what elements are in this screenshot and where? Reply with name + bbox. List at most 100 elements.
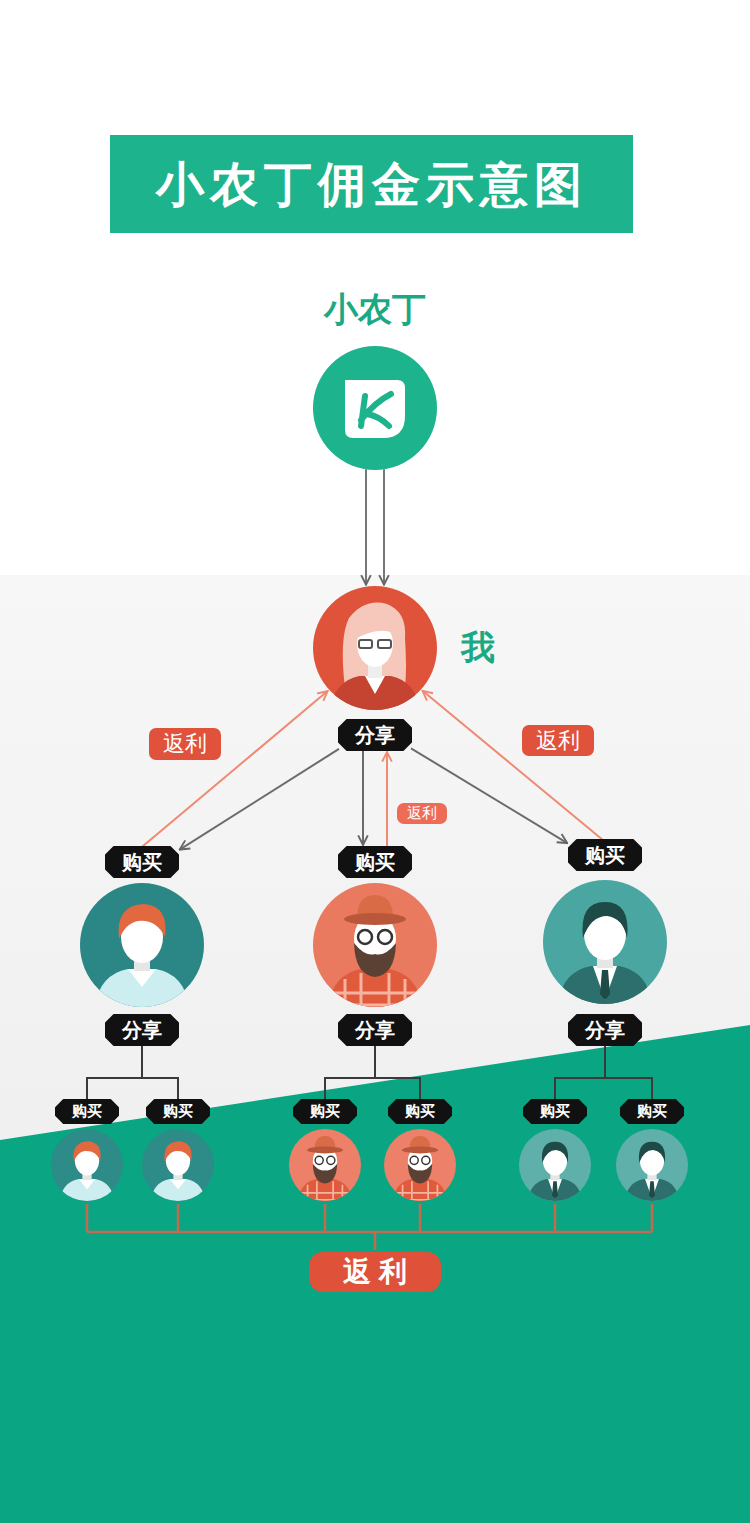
green-band	[0, 1025, 750, 1523]
tag-outline	[106, 847, 178, 877]
connector	[142, 691, 328, 847]
tag-outline	[524, 1100, 586, 1123]
connector	[555, 1045, 605, 1100]
connector-line	[555, 1045, 605, 1100]
node-shape	[569, 840, 641, 870]
tag-text: 分享	[339, 1015, 411, 1045]
share-tag: 分享	[339, 1015, 411, 1045]
rebate-bracket	[87, 1204, 652, 1250]
connector	[605, 1045, 652, 1100]
connector	[423, 691, 603, 840]
connector-line	[142, 691, 328, 847]
node-shape	[621, 1100, 683, 1123]
grandchild-people	[51, 1129, 688, 1206]
connector-line	[142, 1045, 178, 1100]
tag-text: 购买	[106, 847, 178, 877]
connector-line	[365, 469, 367, 584]
node-shape	[309, 1252, 441, 1292]
share-tag: 分享	[569, 1015, 641, 1045]
connector	[366, 469, 384, 584]
tag-outline	[294, 1100, 356, 1123]
tag-text: 购买	[147, 1100, 209, 1123]
node-shape	[294, 1100, 356, 1123]
node-label: 我	[461, 629, 495, 666]
tag-text: 购买	[389, 1100, 451, 1123]
person-figure	[624, 1142, 680, 1206]
title-banner: 小农丁佣金示意图	[110, 135, 633, 233]
tag-outline	[339, 847, 411, 877]
connector-line	[362, 750, 364, 845]
tag-outline	[621, 1100, 683, 1123]
buy-tag: 购买	[569, 840, 641, 870]
node-label: 小农丁	[324, 291, 426, 328]
share-tag: 分享	[339, 720, 411, 750]
person-figure	[94, 904, 190, 1015]
tag-outline	[106, 1015, 178, 1045]
leaf-icon	[345, 380, 405, 438]
tag-outline	[339, 1015, 411, 1045]
buy-tag: 购买	[294, 1100, 356, 1123]
connector-line	[325, 1045, 375, 1100]
tag-outline	[56, 1100, 118, 1123]
connector-line	[411, 748, 567, 843]
node-shape	[339, 720, 411, 750]
pill-outline	[309, 1252, 441, 1292]
buy-tag: 购买	[621, 1100, 683, 1123]
node-shape	[106, 847, 178, 877]
circle-outline	[313, 586, 437, 710]
node-shape	[389, 1100, 451, 1123]
tag-text: 购买	[294, 1100, 356, 1123]
node-shape	[147, 1100, 209, 1123]
buy-tag: 购买	[56, 1100, 118, 1123]
tag-text: 购买	[339, 847, 411, 877]
tag-outline	[569, 840, 641, 870]
person-figure	[327, 895, 423, 1015]
connector-line	[386, 752, 388, 847]
tag-text: 购买	[621, 1100, 683, 1123]
connector	[180, 749, 339, 850]
connector-line	[87, 1045, 142, 1100]
logo-circle: 小农丁	[313, 346, 437, 470]
rebate-label: 返利	[149, 728, 221, 759]
node-shape	[313, 586, 437, 710]
connector	[142, 1045, 178, 1100]
tag-text: 分享	[569, 1015, 641, 1045]
leaf-icon	[361, 394, 391, 426]
person-circle: 我	[313, 586, 437, 710]
buy-tag: 购买	[339, 847, 411, 877]
connector-line	[375, 1045, 420, 1100]
connector	[325, 1045, 375, 1100]
rebate-label: 返利	[397, 803, 447, 824]
tag-text: 购买	[56, 1100, 118, 1123]
node-shape	[524, 1100, 586, 1123]
connector	[87, 1045, 142, 1100]
person-figure	[150, 1141, 206, 1205]
tag-text: 返利	[309, 1252, 441, 1292]
tag-outline	[569, 1015, 641, 1045]
node-shape	[313, 346, 437, 470]
share-tag: 分享	[106, 1015, 178, 1045]
tag-text: 购买	[524, 1100, 586, 1123]
person-figure	[557, 902, 653, 1012]
connector	[363, 750, 364, 845]
buy-tag: 购买	[389, 1100, 451, 1123]
person-figure	[329, 603, 421, 718]
buy-tag: 购买	[147, 1100, 209, 1123]
node-shape	[339, 1015, 411, 1045]
gray-ground	[0, 575, 750, 1523]
connector	[411, 748, 567, 843]
person-figure	[59, 1141, 115, 1205]
title-text: 小农丁佣金示意图	[156, 158, 588, 211]
connector-line	[605, 1045, 652, 1100]
node-shape	[339, 847, 411, 877]
tag-text: 分享	[339, 720, 411, 750]
node-shape	[106, 1015, 178, 1045]
tag-outline	[389, 1100, 451, 1123]
node-shape	[56, 1100, 118, 1123]
child-people	[80, 880, 667, 1015]
person-figure	[527, 1142, 583, 1206]
connector	[375, 1045, 420, 1100]
buy-tag: 购买	[106, 847, 178, 877]
rebate-pill: 返利	[309, 1252, 441, 1292]
